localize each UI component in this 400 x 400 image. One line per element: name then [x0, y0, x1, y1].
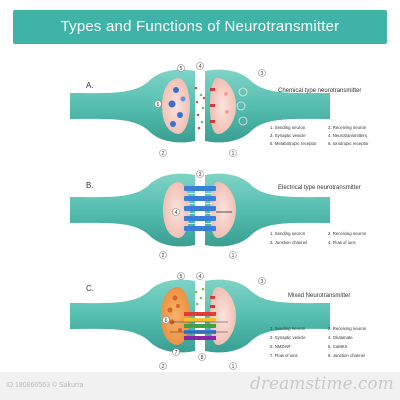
section-c-name: Mixed Neurotransmitter [288, 293, 350, 299]
marker-c-2: 2 [162, 364, 165, 370]
receptors [210, 296, 215, 308]
marker-a-6: 6 [157, 102, 160, 108]
legend-a-5: 5. Metabotropic receptor [270, 141, 317, 146]
legend-a-4: 4. Neurotransmitters [328, 133, 367, 138]
legend-b-1: 1. Sending neuron [270, 231, 306, 236]
marker-b-4: 4 [175, 210, 178, 216]
marker-c-4: 4 [199, 274, 202, 280]
section-c-legend: 1. Sending neuron 2. Receiving neuron 3.… [270, 326, 367, 358]
legend-c-7: 7. Flow of ions [270, 353, 298, 358]
section-b-name: Electrical type neurotransmitter [278, 185, 361, 191]
presynaptic-terminal [161, 287, 190, 345]
presynaptic-terminal [162, 78, 190, 134]
section-a-markers: 5 4 3 6 2 1 [154, 62, 266, 157]
marker-c-8: 8 [201, 355, 204, 361]
postsynaptic-terminal [210, 182, 236, 238]
sending-neuron [70, 279, 195, 353]
section-b-letter: B. [86, 181, 94, 190]
watermark: dreamstime.com [250, 374, 394, 394]
legend-b-3: 3. Junction channel [270, 240, 307, 245]
legend-c-4: 4. Glutamate [328, 335, 353, 340]
title-banner: Types and Functions of Neurotransmitter [13, 10, 387, 44]
section-b: B. 3 4 2 1 Electrical type neurotransmit… [70, 170, 367, 259]
image-id: ID 180866563 © Sakurra [6, 382, 84, 389]
marker-c-3: 3 [261, 279, 264, 285]
receiving-neuron [205, 69, 330, 143]
section-a-legend: 1. Sending neuron 2. Receiving neuron 3.… [270, 125, 369, 146]
section-a-name: Chemical type neurotransmitter [278, 88, 361, 94]
marker-a-5: 5 [180, 66, 183, 72]
junction-channels [184, 186, 216, 231]
legend-c-6: 6. CaMKII [328, 344, 347, 349]
legend-b-2: 2. Receiving neuron [328, 231, 367, 236]
sending-neuron [70, 69, 195, 143]
section-a: A. 5 4 [70, 62, 369, 157]
synaptic-vesicles [167, 295, 182, 332]
legend-a-1: 1. Sending neuron [270, 125, 306, 130]
receiving-neuron [205, 279, 330, 353]
marker-a-4: 4 [199, 64, 202, 70]
synaptic-vesicles [168, 87, 186, 127]
marker-a-1: 1 [232, 151, 235, 157]
glutamate-dots [194, 287, 205, 306]
marker-b-3: 3 [199, 172, 202, 178]
postsynaptic-terminal [210, 287, 236, 345]
marker-c-5: 5 [180, 274, 183, 280]
receiving-neuron [205, 173, 330, 247]
ion-flow-arrows [188, 193, 212, 224]
postsynaptic-terminal [210, 78, 236, 134]
ion-flow-arrows [170, 321, 228, 333]
marker-c-7: 7 [175, 350, 178, 356]
legend-c-3: 3. Synaptic vesicle [270, 335, 306, 340]
legend-a-6: 6. Ionotropic receptor [328, 141, 369, 146]
legend-c-1: 1. Sending neuron [270, 326, 306, 331]
marker-c-1: 1 [232, 364, 235, 370]
watermark-bar: ID 180866563 © Sakurra dreamstime.com [0, 372, 400, 400]
section-a-letter: A. [86, 81, 94, 90]
section-b-legend: 1. Sending neuron 2. Receiving neuron 3.… [270, 231, 367, 245]
legend-c-2: 2. Receiving neuron [328, 326, 367, 331]
postsynaptic-granules [236, 87, 248, 126]
marker-b-1: 1 [232, 253, 235, 259]
legend-b-4: 4. Flow of ions [328, 240, 356, 245]
legend-a-2: 2. Receiving neuron [328, 125, 367, 130]
sending-neuron [70, 173, 195, 247]
section-b-markers: 3 4 2 1 [159, 170, 237, 259]
legend-c-5: 5. NMDAR [270, 344, 291, 349]
marker-c-6: 6 [165, 318, 168, 324]
marker-a-3: 3 [261, 71, 264, 77]
neurotransmitter-dots [194, 86, 206, 130]
legend-c-8: 8. Junction channel [328, 353, 365, 358]
section-c-letter: C. [86, 284, 94, 293]
section-c-markers: 5 4 3 6 7 8 2 1 [159, 272, 266, 370]
marker-a-2: 2 [162, 151, 165, 157]
section-c: C. 5 4 3 6 7 [70, 272, 367, 370]
receptors [210, 88, 229, 123]
marker-b-2: 2 [162, 253, 165, 259]
page-title: Types and Functions of Neurotransmitter [60, 18, 340, 35]
legend-a-3: 3. Synaptic vesicle [270, 133, 306, 138]
